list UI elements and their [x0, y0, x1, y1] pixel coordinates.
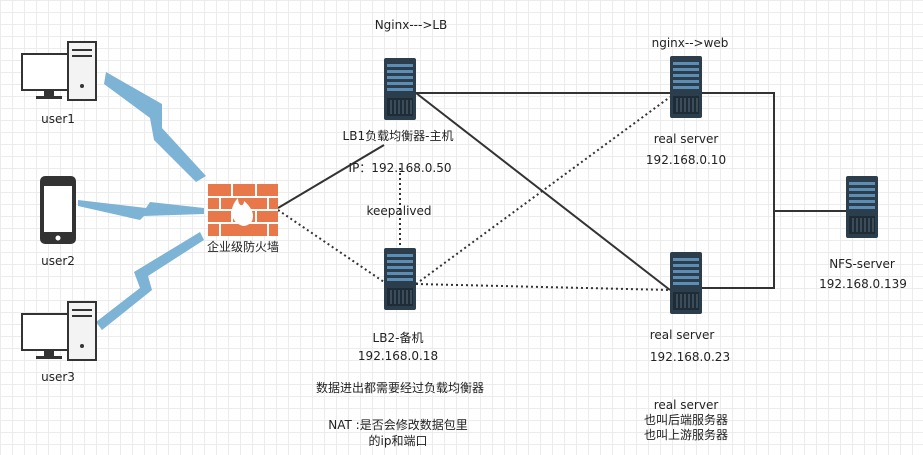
nfs-server-icon — [845, 175, 879, 239]
rs2-server-icon — [669, 251, 703, 315]
keepalived-label: keepalived — [366, 204, 432, 218]
nfs-ip-label: 192.168.0.139 — [819, 277, 907, 291]
user3-computer-icon — [21, 301, 97, 361]
rs-note-line2: 也叫后端服务器 — [643, 413, 729, 427]
rs1-name-label: real server — [653, 132, 719, 146]
nginx-lb-note: Nginx--->LB — [374, 18, 448, 32]
lb1-server-icon — [383, 57, 417, 121]
user3-label: user3 — [41, 370, 75, 384]
lb2-ip-label: 192.168.0.18 — [357, 349, 439, 363]
rs-note-line1: real server — [653, 398, 719, 412]
lightning-user1-icon — [104, 72, 206, 182]
link-lb1-rs2 — [415, 92, 671, 291]
nginx-web-note: nginx-->web — [651, 36, 729, 50]
user1-label: user1 — [41, 112, 75, 126]
lightning-user2-icon — [78, 200, 204, 220]
firewall-icon — [208, 184, 278, 236]
link-firewall-lb1 — [277, 144, 385, 209]
lb2-server-icon — [383, 247, 417, 311]
user1-computer-icon — [21, 41, 97, 101]
lb-traffic-note: 数据进出都需要经过负载均衡器 — [315, 381, 485, 395]
rs1-server-icon — [669, 55, 703, 119]
link-rs1-nfs — [702, 92, 846, 212]
lb2-name-label: LB2-备机 — [372, 331, 424, 345]
link-lb2-rs2 — [415, 283, 671, 291]
rs2-ip-label: 192.168.0.23 — [649, 350, 731, 364]
link-firewall-lb2 — [277, 209, 385, 283]
firewall-label: 企业级防火墙 — [206, 240, 280, 254]
lightning-user3-icon — [96, 232, 204, 330]
rs1-ip-label: 192.168.0.10 — [645, 153, 727, 167]
user2-phone-icon — [40, 176, 76, 244]
rs2-name-label: real server — [649, 328, 715, 342]
nfs-name-label: NFS-server — [829, 257, 895, 271]
lb1-name-label: LB1负载均衡器-主机 — [342, 129, 454, 143]
link-rs2-nfs — [702, 211, 775, 289]
nat-note-line1: NAT :是否会修改数据包里 — [328, 418, 468, 432]
rs-note-line3: 也叫上游服务器 — [643, 428, 729, 442]
nat-note-line2: 的ip和端口 — [368, 434, 428, 448]
lb1-ip-label: IP：192.168.0.50 — [348, 161, 452, 175]
user2-label: user2 — [41, 254, 75, 268]
